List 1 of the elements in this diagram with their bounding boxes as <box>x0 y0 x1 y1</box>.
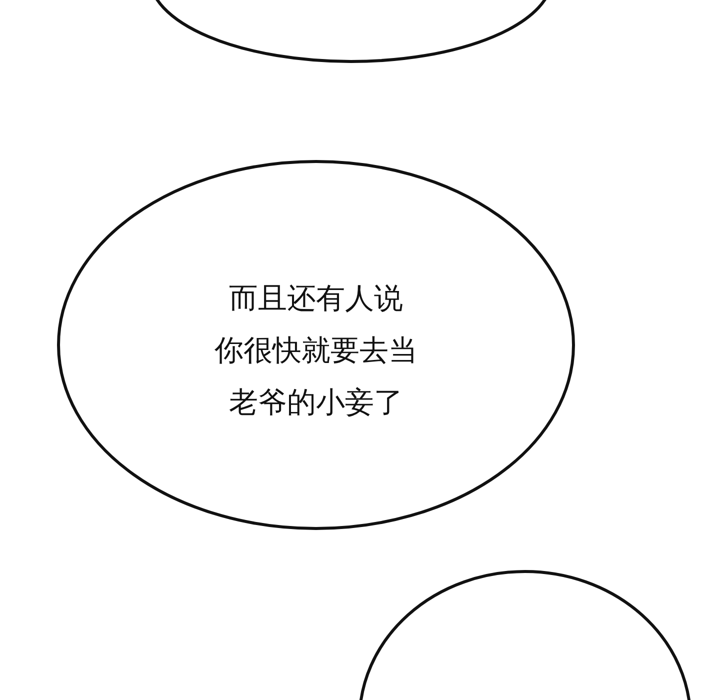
dialogue-text: 而且还有人说你很快就要去当老爷的小妾了 <box>214 280 418 421</box>
